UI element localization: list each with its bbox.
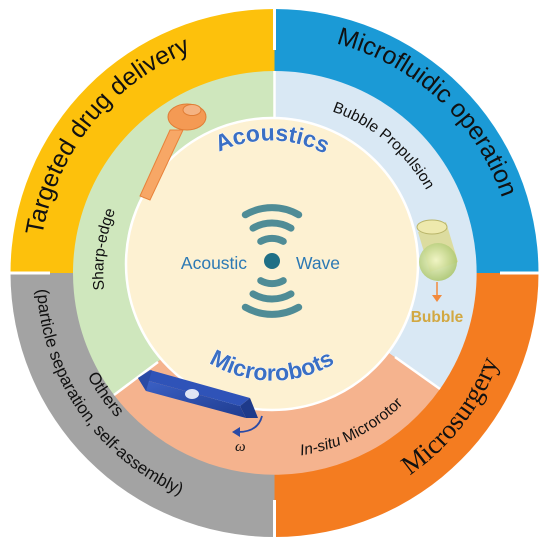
- center-label-wave: Wave: [296, 253, 340, 273]
- bubble-label: Bubble: [411, 309, 464, 326]
- sharp-edge-microrobot-illustration: [139, 103, 207, 201]
- middle-divider-left: [113, 361, 159, 396]
- rotation-arrow-icon: [237, 415, 263, 433]
- microrotor-illustration: [138, 370, 258, 418]
- omega-label: ω: [235, 439, 246, 455]
- wave-source-dot: [264, 253, 280, 269]
- center-label-acoustic: Acoustic: [181, 253, 247, 273]
- bubble-microrobot-illustration: [416, 219, 458, 302]
- rotation-arrowhead-icon: [232, 427, 240, 437]
- acoustic-wave-icon: [241, 204, 303, 318]
- middle-divider-right: [394, 355, 441, 391]
